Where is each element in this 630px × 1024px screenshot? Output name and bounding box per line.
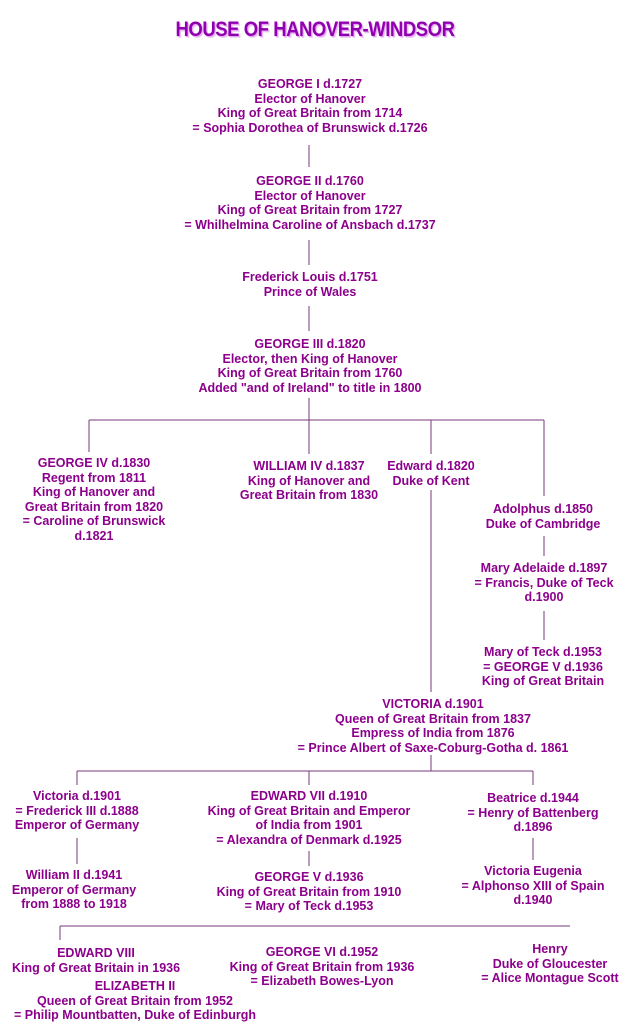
chart-title: HOUSE OF HANOVER-WINDSOR bbox=[175, 18, 455, 41]
node-victoria-eugenia: Victoria Eugenia= Alphonso XIII of Spain… bbox=[461, 864, 605, 908]
node-mary-adelaide: Mary Adelaide d.1897= Francis, Duke of T… bbox=[474, 561, 614, 605]
